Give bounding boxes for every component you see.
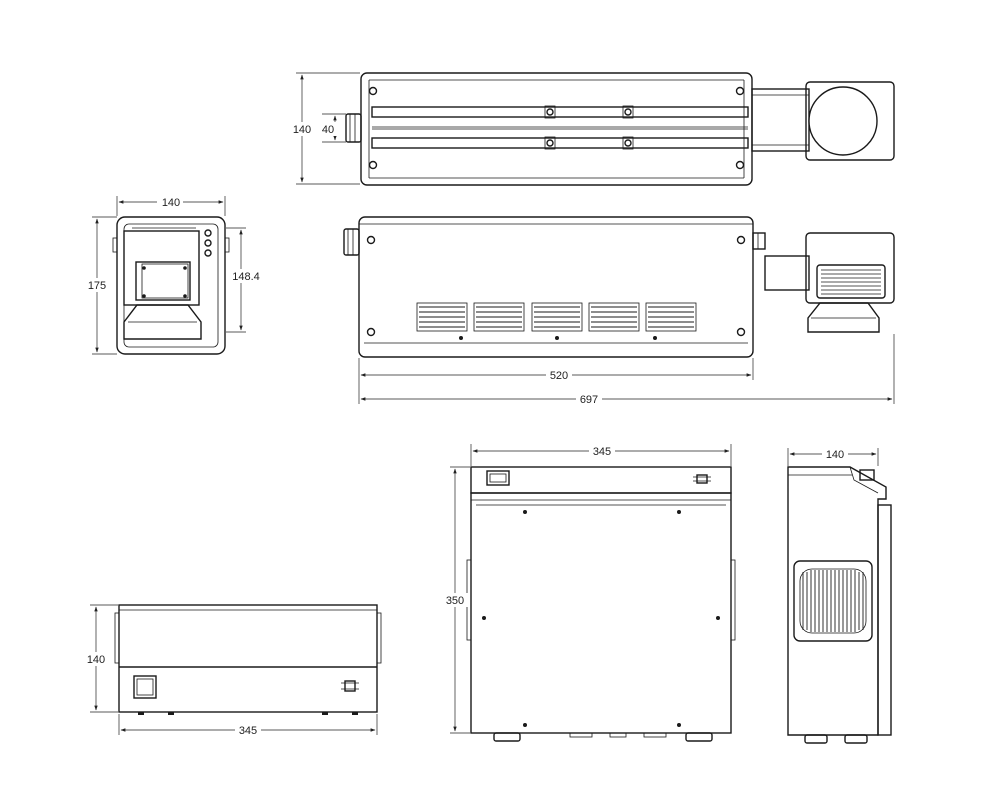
dim-slot-width: 40 [322, 124, 334, 136]
cabinet-front-dimensions: 140 345 [83, 604, 378, 737]
dim-end-inner-height: 148.4 [232, 271, 260, 283]
dim-end-width: 140 [162, 197, 180, 209]
laser-head-side-view [343, 216, 895, 358]
head-side-dimensions: 520 697 [358, 334, 895, 406]
head-top-dimensions: 140 40 [290, 72, 360, 185]
dim-cabinet-width: 345 [239, 725, 257, 737]
dim-cabinet-height: 140 [87, 654, 105, 666]
laser-head-top-view [345, 72, 895, 186]
laser-head-end-view [112, 216, 230, 355]
cabinet-top-dimensions: 345 350 [442, 444, 732, 734]
dim-head-height: 140 [293, 124, 311, 136]
dim-end-height: 175 [88, 280, 106, 292]
dim-total-length: 697 [580, 394, 598, 406]
cabinet-side-dimensions: 140 [787, 447, 879, 466]
cabinet-top-view [466, 466, 736, 742]
side-vents [416, 302, 697, 332]
dim-side-width: 140 [826, 449, 844, 461]
cabinet-side-vent [802, 570, 864, 632]
dim-top-width: 345 [593, 446, 611, 458]
head-end-dimensions: 140 175 148.4 [86, 195, 263, 355]
cabinet-side-view [787, 466, 892, 744]
cabinet-front-view [114, 604, 382, 715]
dim-top-depth: 350 [446, 595, 464, 607]
dim-body-length: 520 [550, 370, 568, 382]
